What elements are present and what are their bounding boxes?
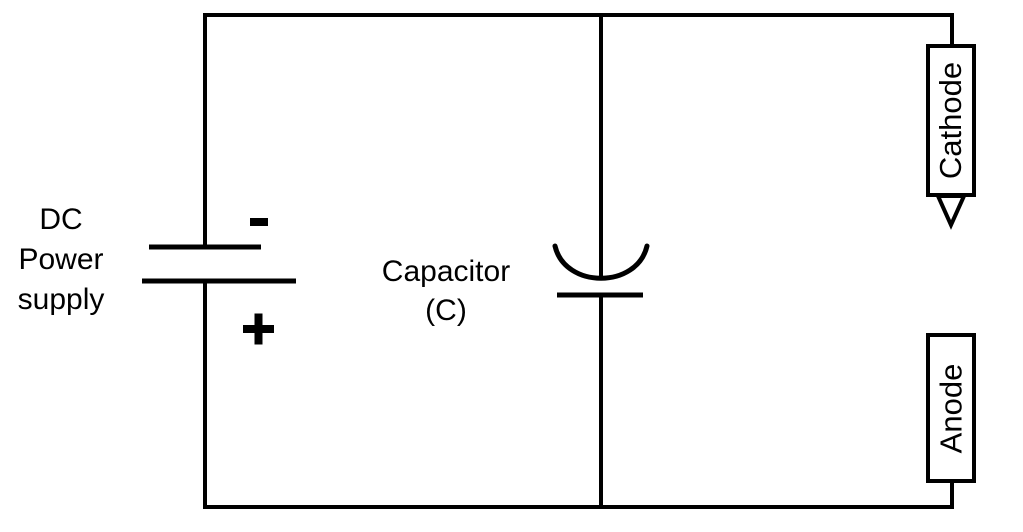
capacitor-curved-plate — [552, 243, 650, 281]
battery-symbol — [142, 244, 296, 284]
battery-positive-sign — [243, 313, 274, 345]
anode-label-container: Anode — [926, 333, 976, 483]
wire-bottom-loop — [203, 281, 954, 509]
anode-label: Anode — [933, 363, 969, 453]
dc-power-supply-label: DC Power supply — [17, 203, 105, 316]
cathode-arrow-icon — [934, 194, 968, 230]
capacitor-label: Capacitor (C) — [381, 255, 511, 327]
minus-glyph-bar — [250, 218, 268, 226]
plus-glyph-vbar — [254, 313, 263, 345]
anode-box — [926, 333, 976, 483]
cathode-box — [926, 44, 976, 197]
capacitor-symbol — [552, 243, 650, 298]
wire-top-loop — [203, 13, 954, 247]
cathode-label-container: Cathode — [926, 44, 976, 197]
cathode-label: Cathode — [933, 61, 969, 180]
battery-negative-sign — [250, 218, 268, 226]
